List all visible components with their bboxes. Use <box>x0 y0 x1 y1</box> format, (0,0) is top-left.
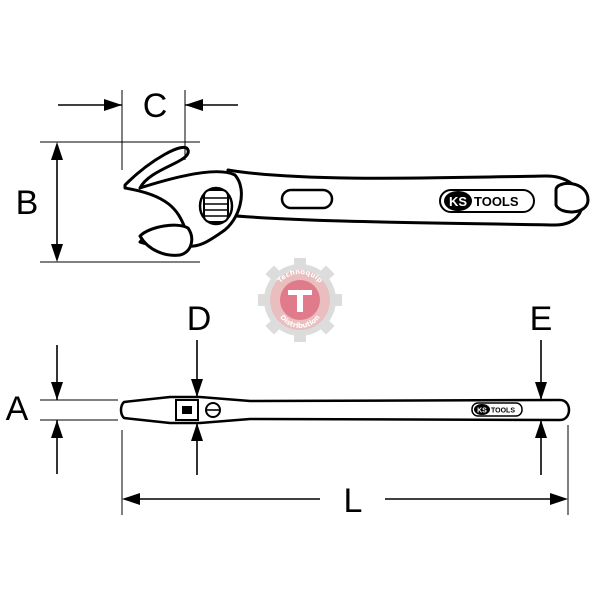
adjusting-screw <box>198 186 234 226</box>
logo-suffix-side: TOOLS <box>491 408 515 415</box>
wrench-front-view: KS TOOLS <box>123 145 590 257</box>
ks-tools-logo-side: KS TOOLS <box>471 402 523 417</box>
label-d: D <box>187 300 212 338</box>
dimension-c: C <box>58 87 238 170</box>
dimension-a: A <box>6 345 118 474</box>
watermark-logo: Technoquip Distribution <box>258 258 342 342</box>
dimension-l: L <box>121 425 569 520</box>
label-c: C <box>143 87 168 125</box>
logo-suffix: TOOLS <box>474 194 519 209</box>
logo-prefix: KS <box>449 194 467 209</box>
dimension-e: E <box>530 300 553 475</box>
logo-prefix-side: KS <box>477 408 487 415</box>
label-a: A <box>6 390 29 428</box>
label-b: B <box>16 184 39 222</box>
label-l: L <box>344 482 363 520</box>
dimension-d: D <box>187 300 212 475</box>
ks-tools-logo: KS TOOLS <box>439 189 535 213</box>
dimension-b: B <box>16 141 200 263</box>
label-e: E <box>530 300 553 338</box>
wrench-side-view: KS TOOLS <box>119 395 571 425</box>
